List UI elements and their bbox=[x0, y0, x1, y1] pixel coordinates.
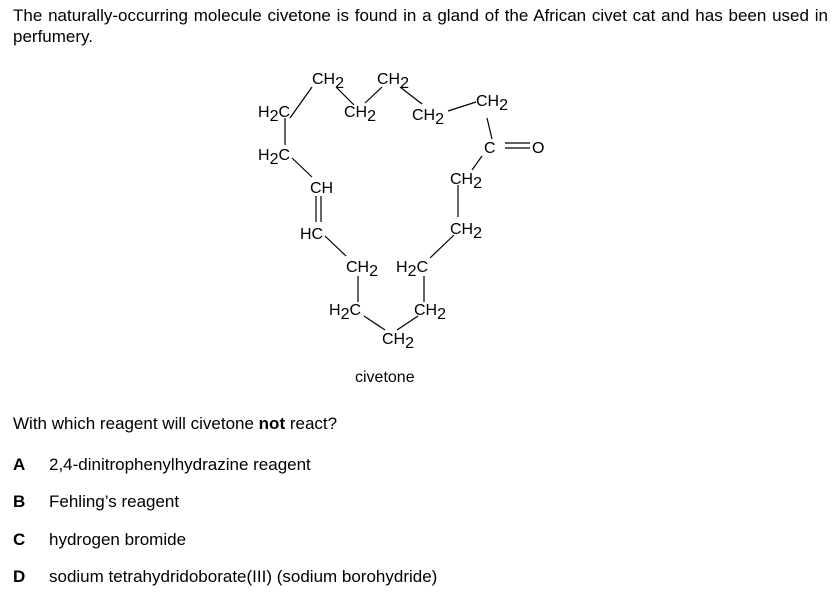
intro-paragraph: The naturally-occurring molecule civeton… bbox=[13, 6, 828, 46]
group-hc-alkene: HC bbox=[300, 226, 323, 243]
group-ch2-bottom: CH2 bbox=[382, 331, 414, 352]
svg-text:H2C: H2C bbox=[329, 302, 361, 323]
bond bbox=[471, 155, 483, 171]
group-ch2-top-left: CH2 bbox=[312, 71, 344, 92]
group-h2c-top-left: H2C bbox=[258, 104, 290, 125]
svg-text:H2C: H2C bbox=[396, 259, 428, 280]
structure-bonds bbox=[284, 86, 530, 331]
svg-text:CH2: CH2 bbox=[346, 259, 378, 280]
bond bbox=[396, 315, 419, 331]
svg-text:CH2: CH2 bbox=[377, 71, 409, 92]
group-h2c-lower-right: H2C bbox=[396, 259, 428, 280]
svg-text:CH2: CH2 bbox=[450, 221, 482, 242]
group-ch2-top-right: CH2 bbox=[377, 71, 409, 92]
svg-text:H2C: H2C bbox=[258, 147, 290, 168]
option-text: hydrogen bromide bbox=[49, 530, 187, 549]
bond bbox=[447, 101, 477, 112]
question-after: react? bbox=[285, 414, 338, 433]
group-ch2-right-1: CH2 bbox=[450, 171, 482, 192]
bond bbox=[289, 86, 313, 119]
group-ch2-upper-mid: CH2 bbox=[344, 104, 376, 125]
bond bbox=[399, 86, 423, 105]
group-ch2-right-2: CH2 bbox=[450, 221, 482, 242]
group-h2c-left: H2C bbox=[258, 147, 290, 168]
group-ch2-bottom-right: CH2 bbox=[414, 302, 446, 323]
svg-text:CH2: CH2 bbox=[414, 302, 446, 323]
group-ch-alkene: CH bbox=[310, 180, 333, 197]
svg-text:CH: CH bbox=[310, 180, 333, 197]
option-letter: C bbox=[13, 530, 26, 549]
svg-text:H2C: H2C bbox=[258, 104, 290, 125]
structure-caption: civetone bbox=[355, 369, 415, 386]
bond bbox=[429, 234, 455, 259]
svg-text:C: C bbox=[484, 140, 496, 157]
option-letter: B bbox=[13, 492, 26, 511]
option-text: sodium tetrahydridoborate(III) (sodium b… bbox=[49, 567, 438, 586]
svg-text:CH2: CH2 bbox=[476, 93, 508, 114]
bond bbox=[363, 315, 386, 331]
group-ch2-lower-left: CH2 bbox=[346, 259, 378, 280]
question-before: With which reagent will civetone bbox=[13, 414, 259, 433]
option-letter: D bbox=[13, 567, 26, 586]
group-h2c-bottom-left: H2C bbox=[329, 302, 361, 323]
svg-text:HC: HC bbox=[300, 226, 323, 243]
option-a[interactable]: A 2,4-dinitrophenylhydrazine reagent bbox=[13, 455, 311, 475]
question-emphasis: not bbox=[258, 414, 286, 433]
svg-text:CH2: CH2 bbox=[450, 171, 482, 192]
bond bbox=[364, 86, 383, 104]
bond bbox=[291, 157, 313, 178]
question-text: With which reagent will civetone not rea… bbox=[13, 414, 337, 434]
option-letter: A bbox=[13, 455, 26, 474]
bond bbox=[324, 235, 347, 257]
group-carbonyl: C O bbox=[484, 140, 544, 157]
civetone-structure: CH2 CH2 CH2 CH2 CH2 H2C H2C C O CH HC CH… bbox=[258, 71, 544, 352]
svg-text:O: O bbox=[532, 140, 544, 157]
bond bbox=[486, 117, 493, 140]
svg-text:CH2: CH2 bbox=[412, 107, 444, 128]
option-text: 2,4-dinitrophenylhydrazine reagent bbox=[49, 455, 311, 474]
group-ch2-far-right: CH2 bbox=[476, 93, 508, 114]
svg-text:CH2: CH2 bbox=[312, 71, 344, 92]
group-ch2-upper-right: CH2 bbox=[412, 107, 444, 128]
svg-text:CH2: CH2 bbox=[344, 104, 376, 125]
svg-text:CH2: CH2 bbox=[382, 331, 414, 352]
option-b[interactable]: B Fehling’s reagent bbox=[13, 492, 179, 512]
bond bbox=[335, 86, 355, 106]
option-text: Fehling’s reagent bbox=[49, 492, 180, 511]
